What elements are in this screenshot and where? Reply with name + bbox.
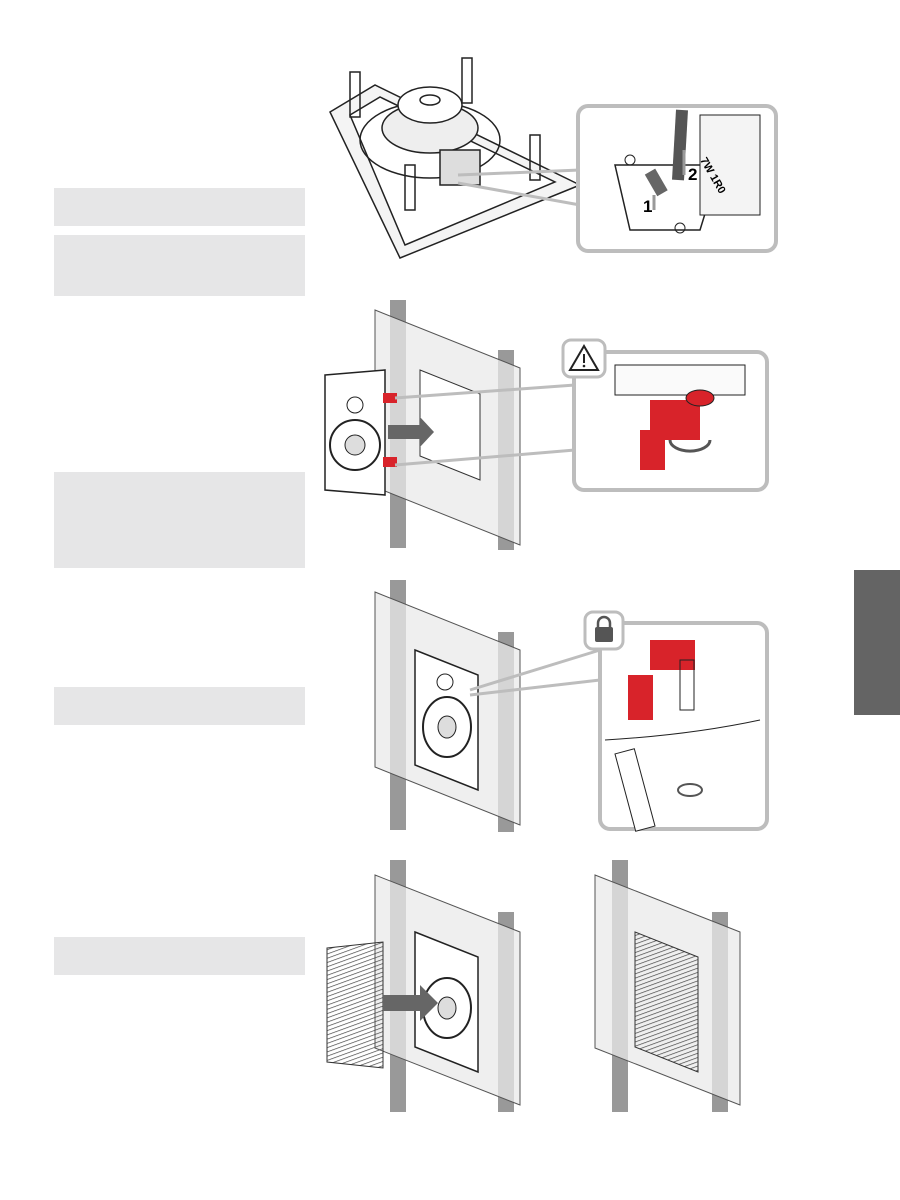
section-tab [854, 570, 900, 715]
text-box-step1-body [54, 235, 305, 296]
mounted-speaker-illustration [374, 580, 521, 832]
lock-icon [583, 610, 625, 651]
grille-install-illustration [326, 860, 521, 1112]
warning-icon [561, 338, 607, 379]
terminal-callout: 1 2 7W 1R0 [576, 104, 778, 253]
callout-label-1: 1 [643, 197, 652, 216]
tighten-callout [598, 621, 769, 832]
wall-cutout-illustration [324, 300, 521, 550]
clamp-callout [572, 350, 769, 492]
text-box-step4 [54, 937, 305, 975]
text-box-step1-title [54, 188, 305, 226]
callout-label-2: 2 [688, 165, 697, 184]
text-box-step2 [54, 472, 305, 568]
text-box-step3 [54, 687, 305, 725]
speaker-frame-illustration [329, 57, 582, 259]
finished-install-illustration [594, 860, 741, 1112]
